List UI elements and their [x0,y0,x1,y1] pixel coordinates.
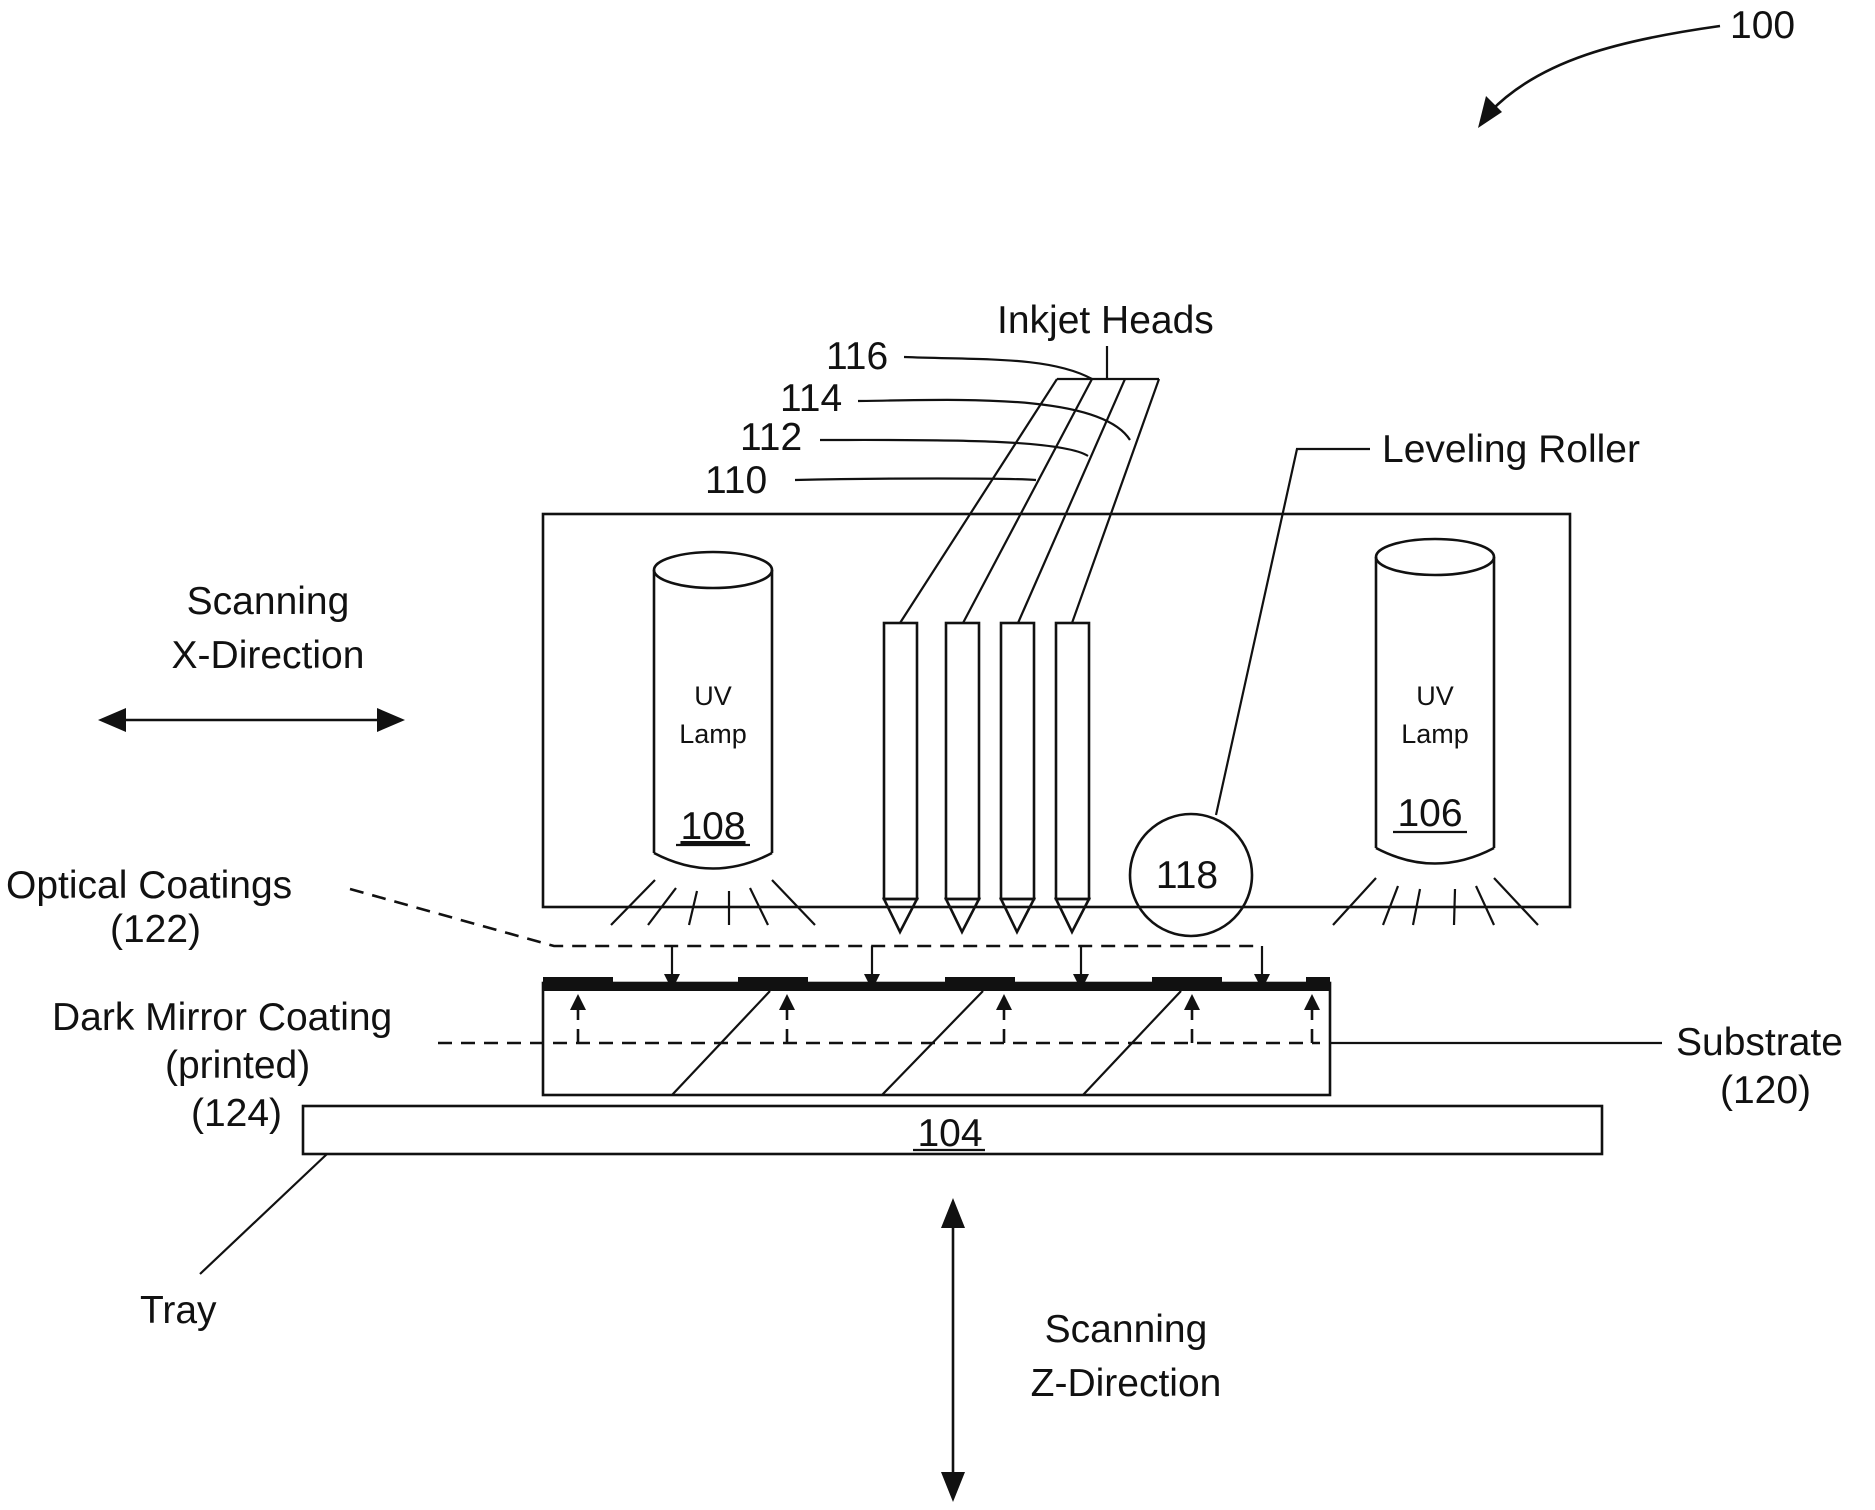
dark-mirror-line3: (124) [191,1092,282,1135]
leveling-roller-leader [1214,447,1370,816]
optical-coatings-line1: Optical Coatings [6,864,292,907]
inkjet-head-leader-114 [1016,378,1127,624]
inkjet-head-leader-116 [1070,378,1161,624]
head-112-ref: 112 [740,416,802,459]
head-114-ref: 114 [780,377,842,420]
head-114-leader [857,398,1131,441]
inkjet-head-116 [1053,621,1092,935]
head-116-leader [903,355,1093,380]
figure-ref-label: 100 [1730,4,1795,47]
scanning-z-line1: Scanning [1045,1308,1208,1351]
uv-lamp-108: UV Lamp 108 [652,550,774,870]
uv-lamp-108-line1: UV [694,681,732,711]
tray-label: Tray [140,1289,217,1332]
dark-mirror-line2: (printed) [165,1044,310,1087]
inkjet-head-leader-110 [899,378,1058,624]
uv-lamp-108-rays [610,879,816,926]
dark-mirror-arrows [570,994,1320,1043]
uv-lamp-106-line2: Lamp [1401,719,1469,749]
optical-coatings-leader [349,887,1262,948]
uv-lamp-106-rays [1332,877,1539,926]
figure-ref-arrow [1489,24,1721,113]
scanning-z-line2: Z-Direction [1031,1362,1222,1405]
inkjet-head-leader-112 [962,378,1093,624]
optical-coatings-line2: (122) [110,908,201,951]
tray [301,1104,1604,1156]
uv-lamp-108-ref: 108 [680,805,745,848]
substrate-line2: (120) [1720,1069,1811,1112]
leveling-roller-ref: 118 [1156,854,1218,897]
head-110-leader [794,477,1037,482]
inkjet-head-112 [943,621,982,935]
dark-mirror-pads [543,977,1330,991]
figure-ref-arrowhead [1478,96,1502,128]
scanning-x-line2: X-Direction [172,634,365,677]
head-112-leader [819,438,1089,457]
uv-lamp-106-line1: UV [1416,681,1454,711]
scanning-x-line1: Scanning [187,580,350,623]
inkjet-head-110 [881,621,920,935]
head-110-ref: 110 [705,459,767,502]
head-116-ref: 116 [826,335,888,378]
inkjet-heads-label: Inkjet Heads [997,299,1214,342]
inkjet-head-114 [998,621,1037,935]
tray-ref: 104 [917,1112,982,1155]
scanning-x-arrow [98,708,405,732]
substrate-line1: Substrate [1676,1021,1843,1064]
optical-coating-layer [543,983,1330,991]
print-carriage [541,512,1572,909]
tray-leader [199,1153,328,1275]
scanning-z-arrow [941,1198,965,1502]
leveling-roller [1128,812,1254,938]
dark-mirror-line1: Dark Mirror Coating [52,996,392,1039]
uv-lamp-106: UV Lamp 106 [1374,537,1496,865]
leveling-roller-label: Leveling Roller [1382,428,1640,471]
uv-lamp-108-line2: Lamp [679,719,747,749]
uv-lamp-106-ref: 106 [1397,792,1462,835]
